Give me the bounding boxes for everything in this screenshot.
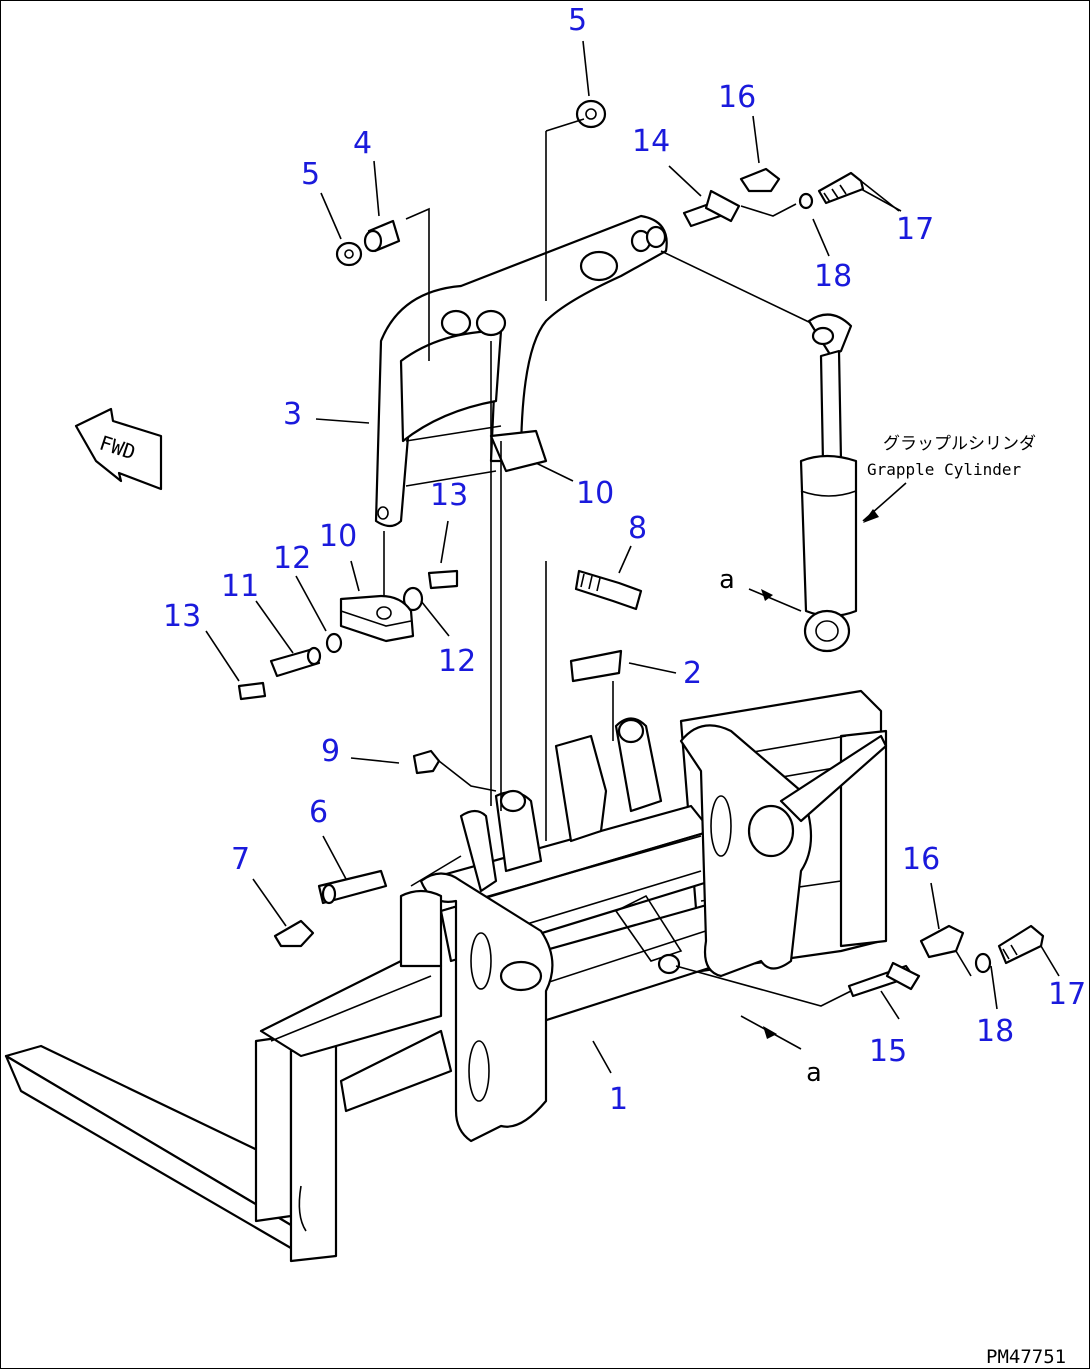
callout-6: 6	[309, 795, 328, 830]
callout-5-top: 5	[568, 3, 587, 38]
callout-17-bottom: 17	[1048, 977, 1086, 1012]
cylinder-label-jp: グラップルシリンダ	[883, 434, 1036, 454]
cylinder-label-en: Grapple Cylinder	[867, 460, 1021, 479]
fork-carriage-assembly	[4, 689, 888, 1263]
callout-12-upper: 12	[273, 541, 311, 576]
callout-1: 1	[609, 1082, 628, 1117]
callout-13-lower: 13	[163, 599, 201, 634]
small-parts	[237, 99, 1045, 998]
callout-4: 4	[353, 126, 372, 161]
callout-10-right: 10	[576, 476, 614, 511]
callout-numbers: 5 4 5 16 14 17 18 3 10 13 8 10 12 11 13 …	[163, 3, 1086, 1117]
callout-16-bottom: 16	[902, 842, 940, 877]
callout-11: 11	[221, 569, 259, 604]
callout-10-left: 10	[319, 519, 357, 554]
callout-12-lower: 12	[438, 644, 476, 679]
grapple-arm	[374, 214, 668, 528]
reference-a-lower: a	[806, 1058, 822, 1088]
callout-14: 14	[632, 124, 670, 159]
drawing-number: PM47751	[986, 1346, 1066, 1368]
callout-2: 2	[683, 656, 702, 691]
leader-lines	[383, 118, 1060, 1007]
callout-16-top: 16	[718, 80, 756, 115]
callout-9: 9	[321, 734, 340, 769]
grapple-cylinder	[799, 313, 858, 653]
reference-arrows	[740, 482, 907, 1050]
callout-15: 15	[869, 1034, 907, 1069]
callout-13-upper: 13	[430, 478, 468, 513]
callout-5-left: 5	[301, 157, 320, 192]
callout-pointers	[205, 40, 998, 1074]
fwd-arrow-icon: FWD	[74, 407, 163, 491]
callout-3: 3	[283, 397, 302, 432]
callout-8: 8	[628, 511, 647, 546]
callout-18-bottom: 18	[976, 1014, 1014, 1049]
callout-17-top: 17	[896, 212, 934, 247]
reference-a-upper: a	[719, 565, 735, 595]
callout-18-top: 18	[814, 259, 852, 294]
callout-7: 7	[231, 842, 250, 877]
